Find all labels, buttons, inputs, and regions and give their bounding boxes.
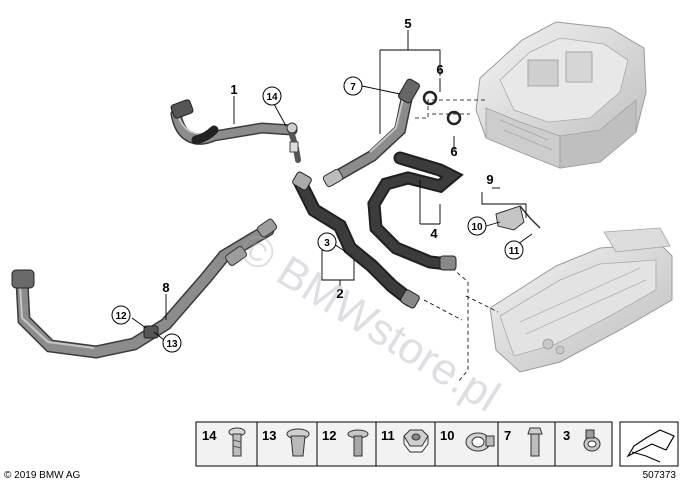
nut-icon [403, 429, 429, 453]
callout-12: 12 [111, 305, 131, 325]
hose-2 [292, 171, 420, 309]
legend-item-11: 11 [381, 428, 429, 453]
legend-item-3: 3 [563, 428, 601, 452]
push-clip-icon [347, 429, 369, 457]
svg-text:7: 7 [350, 82, 356, 93]
callout-14: 14 [262, 86, 282, 106]
watermark: © BMWstore.pl [231, 223, 508, 422]
svg-text:14: 14 [266, 92, 278, 103]
svg-text:11: 11 [381, 428, 395, 443]
diagram-id: 507373 [643, 470, 677, 481]
svg-text:3: 3 [324, 238, 330, 249]
svg-text:11: 11 [509, 246, 520, 257]
svg-text:10: 10 [471, 222, 483, 233]
copyright: © 2019 BMW AG [4, 470, 81, 481]
leader-lines [131, 30, 533, 341]
legend-item-12: 12 [322, 428, 369, 457]
callout-11: 11 [504, 240, 524, 260]
arrow-down-left-icon [626, 429, 675, 463]
callout-5: 5 [404, 16, 411, 31]
hose-4 [367, 151, 464, 271]
callout-3: 3 [317, 232, 337, 252]
callout-13: 13 [162, 333, 182, 353]
screw-icon [228, 427, 246, 457]
hose-5 [322, 78, 462, 188]
svg-text:13: 13 [262, 428, 276, 443]
svg-text:12: 12 [322, 428, 336, 443]
legend-item-7: 7 [504, 427, 543, 457]
svg-text:13: 13 [166, 339, 178, 350]
callout-2: 2 [336, 286, 343, 301]
hose-clip-icon [583, 429, 601, 452]
dashed-connection-lines [415, 99, 499, 383]
callout-8: 8 [162, 280, 169, 295]
svg-text:7: 7 [504, 428, 511, 443]
arrow-box [619, 421, 679, 467]
callout-4: 4 [430, 226, 438, 241]
bolt-icon [527, 427, 543, 457]
callout-1: 1 [230, 82, 237, 97]
svg-text:3: 3 [563, 428, 570, 443]
connector-14 [286, 122, 301, 163]
callout-7: 7 [343, 76, 363, 96]
parts-legend: 14 13 12 11 [195, 421, 613, 467]
svg-text:10: 10 [440, 428, 454, 443]
legend-item-14: 14 [202, 427, 246, 457]
legend-item-13: 13 [262, 428, 310, 457]
legend-item-10: 10 [440, 428, 495, 452]
clamp-icon [465, 432, 495, 452]
callout-6b: 6 [450, 144, 457, 159]
rivet-icon [286, 428, 310, 457]
svg-text:12: 12 [115, 311, 127, 322]
callout-10: 10 [467, 216, 487, 236]
callout-9: 9 [486, 172, 493, 187]
svg-text:14: 14 [202, 428, 217, 443]
holder-9 [495, 205, 541, 231]
callout-6a: 6 [436, 62, 443, 77]
electronic-module-unit [475, 21, 647, 169]
hose-1 [170, 99, 298, 145]
lower-unit [489, 227, 673, 373]
hose-8 [11, 218, 278, 359]
